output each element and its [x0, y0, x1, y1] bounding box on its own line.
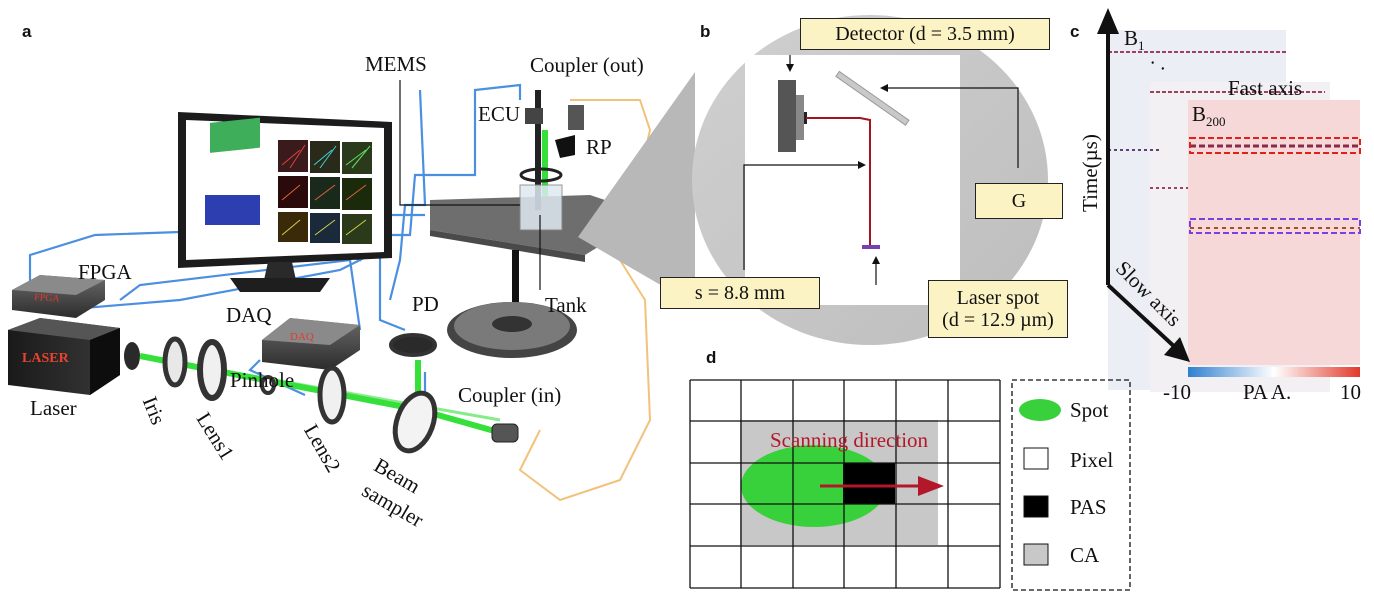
- daq-body-text: DAQ: [290, 331, 314, 343]
- time-axis-label: Time(µs): [1078, 134, 1102, 212]
- bscan-axes: [1097, 8, 1190, 362]
- legend-frame: [1011, 379, 1131, 591]
- coupler-in-label: Coupler (in): [458, 383, 562, 407]
- legend-swatch-ca: [1023, 543, 1049, 566]
- monitor: [178, 112, 392, 292]
- panel-letter-b: b: [700, 22, 711, 41]
- galvo-label: G: [975, 183, 1063, 219]
- ecu-label: ECU: [478, 102, 520, 126]
- legend-label-ca: CA: [1070, 543, 1100, 567]
- daq-device: [262, 318, 360, 370]
- coupler-out-label: Coupler (out): [530, 53, 644, 77]
- purple-roi-box: [1189, 218, 1361, 234]
- red-roi-box: [1189, 137, 1361, 154]
- laser-spot-label-line1: Laser spot: [956, 287, 1040, 309]
- pd-label: PD: [412, 292, 439, 316]
- optics: [162, 333, 519, 454]
- legend-swatch-pixel: [1023, 447, 1049, 470]
- fpga-label: FPGA: [78, 260, 132, 284]
- detector-shape: [778, 80, 807, 152]
- b1-sub: 1: [1138, 38, 1145, 54]
- legend-label-pas: PAS: [1070, 495, 1107, 519]
- fast-axis-label: Fast axis: [1228, 76, 1303, 100]
- daq-label: DAQ: [226, 303, 272, 327]
- laser-spot-label-line2: (d = 12.9 µm): [942, 309, 1054, 331]
- label-pointers: [399, 80, 541, 290]
- pas-pixel: [843, 463, 895, 504]
- legend-swatch-spot: [1019, 399, 1061, 421]
- scanning-direction-label: Scanning direction: [770, 428, 929, 452]
- optical-fiber: [518, 99, 652, 502]
- zoom-field: [745, 55, 960, 305]
- colorbar: [1188, 367, 1360, 377]
- scan-grid: [689, 379, 1001, 589]
- laser-device: [8, 318, 140, 395]
- bscan-stack: [1108, 30, 1361, 392]
- laser-spot-mark: [862, 245, 880, 249]
- tank-label: Tank: [545, 293, 587, 317]
- pinhole-label: Pinhole: [230, 368, 295, 392]
- b200-main: B: [1192, 102, 1207, 126]
- laser-spot-label: Laser spot (d = 12.9 µm): [928, 280, 1068, 338]
- panel-letter-c: c: [1070, 22, 1080, 41]
- galvo-mirror: [835, 70, 910, 126]
- b1-main: B: [1124, 26, 1139, 50]
- legend-label-pixel: Pixel: [1070, 448, 1114, 472]
- b200-label: B200: [1192, 102, 1226, 130]
- panel-letter-d: d: [706, 348, 717, 367]
- rp-label: RP: [586, 135, 612, 159]
- fpga-body-text: FPGA: [34, 292, 61, 305]
- b1-label: B1: [1124, 26, 1145, 54]
- colorbar-max: 10: [1340, 380, 1361, 404]
- laser-path: [806, 117, 871, 245]
- legend-label-spot: Spot: [1070, 398, 1109, 422]
- spacing-label: s = 8.8 mm: [660, 277, 820, 309]
- detector-label: Detector (d = 3.5 mm): [800, 18, 1050, 50]
- colorbar-label: PA A.: [1243, 380, 1292, 404]
- legend-swatch-pas: [1023, 495, 1049, 518]
- colorbar-min: -10: [1163, 380, 1191, 404]
- mems-label: MEMS: [365, 52, 427, 76]
- panel-letter-a: a: [22, 22, 32, 41]
- fpga-device: [12, 275, 105, 318]
- laser-body-text: LASER: [22, 351, 70, 366]
- laser-label: Laser: [30, 396, 77, 420]
- b200-sub: 200: [1206, 114, 1226, 130]
- zoom-cone: [578, 72, 695, 305]
